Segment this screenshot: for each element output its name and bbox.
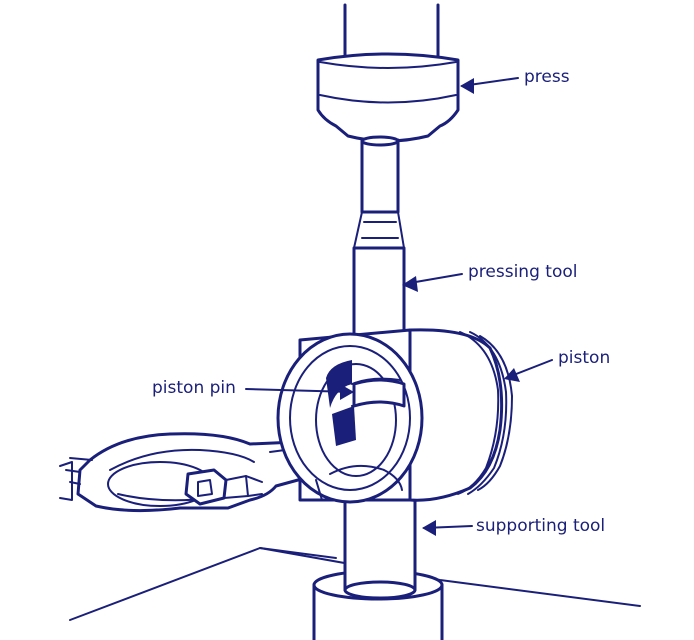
- label-piston: piston: [558, 348, 611, 368]
- piston-pin: [352, 378, 406, 408]
- label-piston-pin: piston pin: [152, 378, 236, 398]
- press-ram: [343, 3, 440, 60]
- label-press: press: [524, 67, 570, 87]
- press-head: [316, 52, 460, 143]
- label-pressing-tool: pressing tool: [468, 262, 578, 282]
- piston: [276, 328, 513, 504]
- rod-bolt: [184, 468, 263, 506]
- supporting-tool: [312, 490, 444, 640]
- pressing-tool: [352, 135, 406, 340]
- label-supporting-tool: supporting tool: [476, 516, 606, 536]
- leader-arrows: [245, 77, 553, 536]
